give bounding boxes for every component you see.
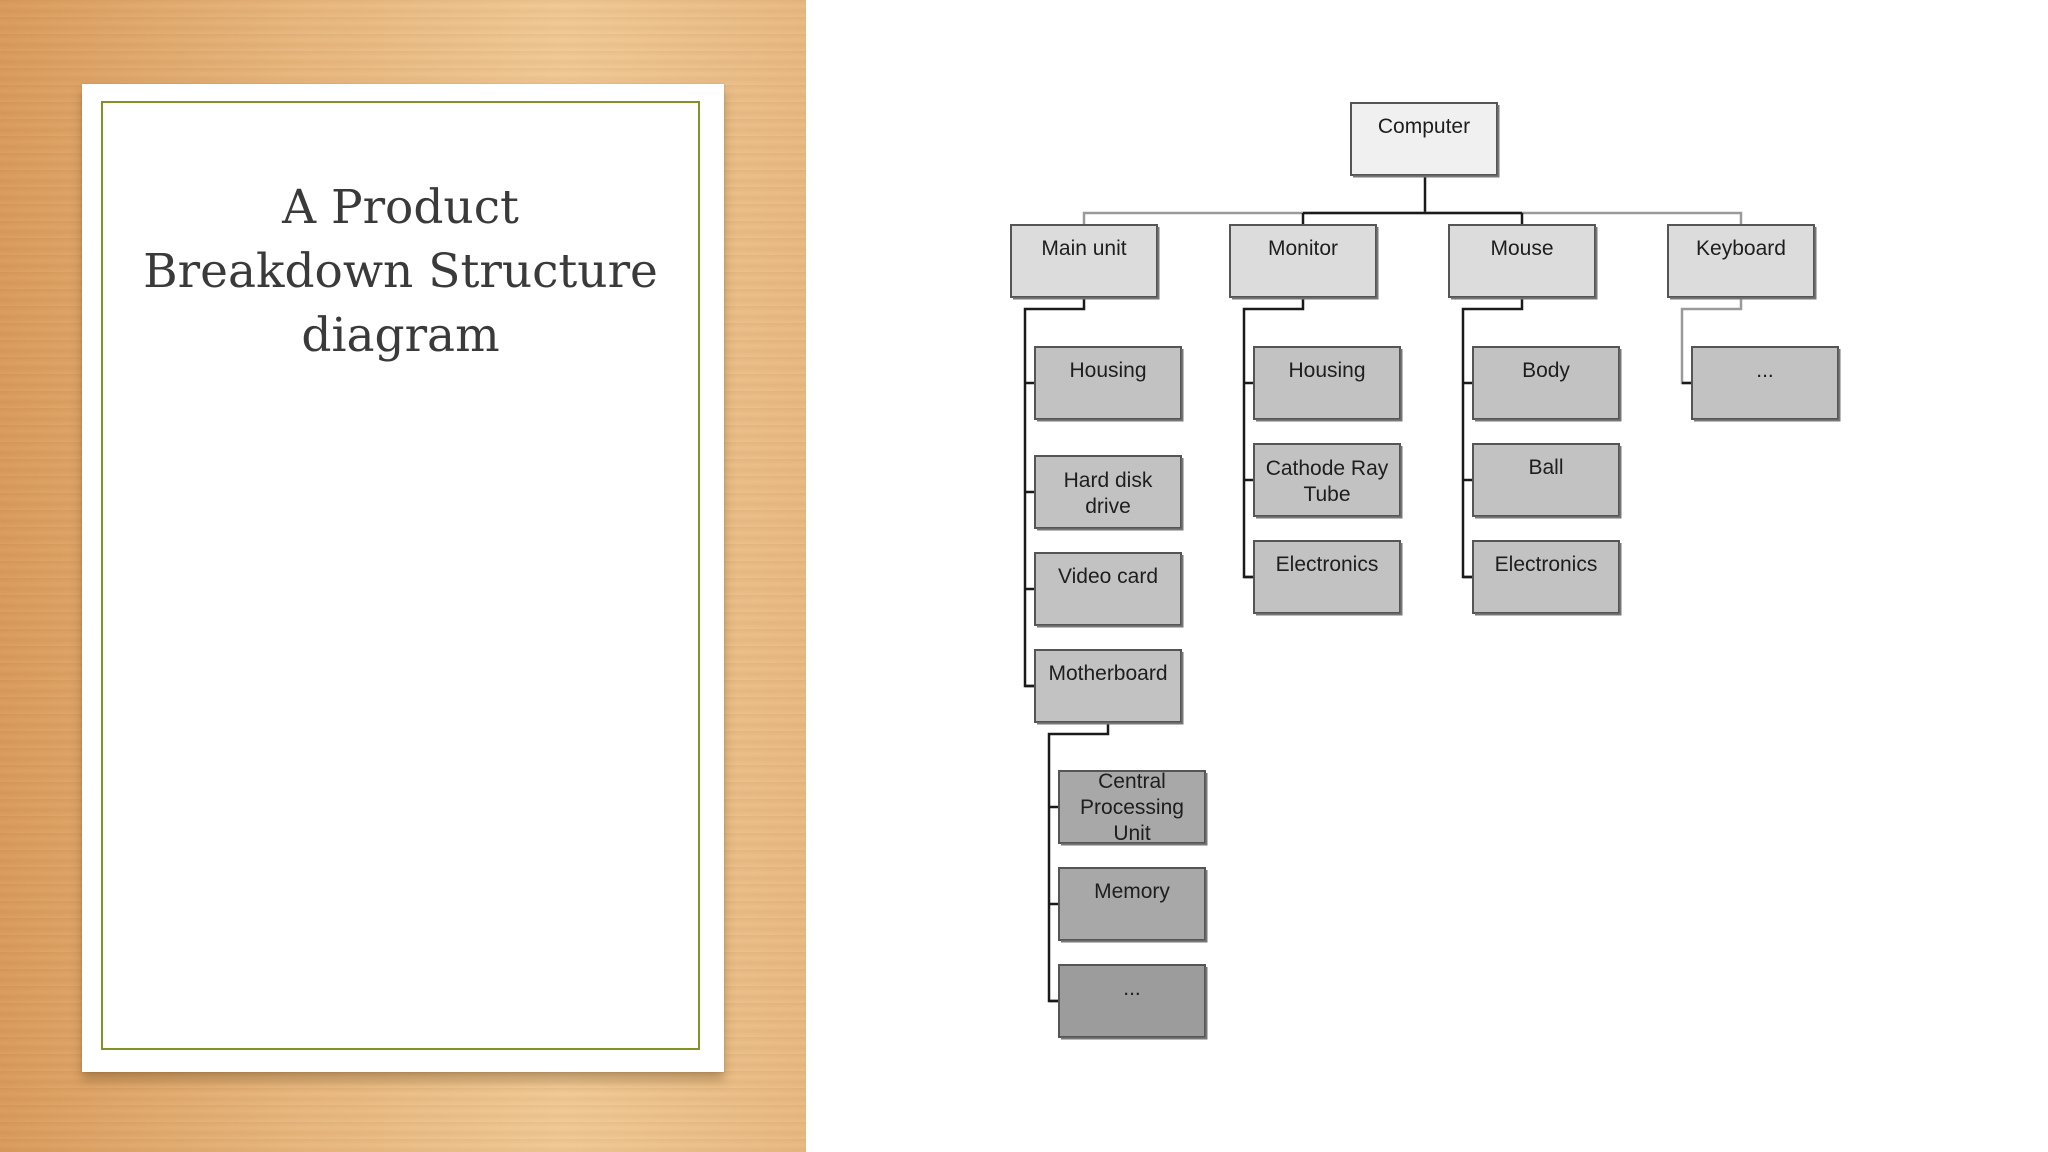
title-card-border [101,101,700,1050]
node-motherboard-ellipsis: ... [1058,964,1208,1040]
node-monitor-electronics: Electronics [1253,540,1403,616]
node-mouse-ball-label: Ball [1528,456,1563,479]
connector-mouse-spine [1461,297,1524,579]
connector-level1-bus [1082,211,1743,225]
node-main-unit-video-card-shadow [1037,555,1184,628]
node-computer: Computer [1350,102,1500,178]
node-main-unit-housing-box [1034,346,1182,420]
node-main-unit-motherboard-label: Motherboard [1048,662,1167,685]
node-main-unit: Main unit [1010,224,1160,300]
node-mouse: Mouse [1448,224,1598,300]
connector-monitor-spine [1242,297,1305,579]
node-motherboard-memory-shadow [1061,870,1208,943]
node-keyboard-label: Keyboard [1696,237,1786,260]
node-motherboard-memory-label: Memory [1094,880,1170,903]
node-motherboard-memory-box [1058,867,1206,941]
node-monitor-electronics-shadow [1256,543,1403,616]
node-main-unit-video-card-box [1034,552,1182,626]
node-main-unit-housing-label: Housing [1069,359,1146,382]
node-monitor-electronics-label: Electronics [1276,553,1379,576]
node-mouse-box [1448,224,1596,298]
node-main-unit-video-card: Video card [1034,552,1184,628]
node-mouse-body-label: Body [1522,359,1570,382]
node-mouse-electronics-label: Electronics [1495,553,1598,576]
node-keyboard-shadow [1670,227,1817,300]
node-keyboard-ellipsis-box [1691,346,1839,420]
node-main-unit-motherboard-box [1034,649,1182,723]
node-main-unit-hard-disk-drive-box [1034,455,1182,529]
connector-lines [1023,175,1743,1003]
node-keyboard-box [1667,224,1815,298]
node-main-unit-hard-disk-drive-shadow [1037,458,1184,531]
node-motherboard-ellipsis-label: ... [1123,977,1141,1000]
node-motherboard-ellipsis-box [1058,964,1206,1038]
node-keyboard-ellipsis-label: ... [1756,359,1774,382]
node-monitor-housing: Housing [1253,346,1403,422]
node-main-unit-shadow [1013,227,1160,300]
slide-title: A Product Breakdown Structure diagram [143,180,658,363]
node-main-unit-label: Main unit [1041,237,1126,260]
node-computer-box [1350,102,1498,176]
node-keyboard-ellipsis-shadow [1694,349,1841,422]
connector-motherboard-spine [1047,722,1110,1003]
node-keyboard: Keyboard [1667,224,1817,300]
node-mouse-ball-box [1472,443,1620,517]
node-mouse-electronics-shadow [1475,543,1622,616]
node-main-unit-video-card-label: Video card [1058,565,1158,588]
node-mouse-label: Mouse [1490,237,1553,260]
node-mouse-electronics-box [1472,540,1620,614]
node-monitor: Monitor [1229,224,1379,300]
node-main-unit-motherboard: Motherboard [1034,649,1184,725]
node-main-unit-motherboard-shadow [1037,652,1184,725]
node-motherboard-central-processing-unit-box [1058,770,1206,844]
node-mouse-ball: Ball [1472,443,1622,519]
node-mouse-ball-shadow [1475,446,1622,519]
node-monitor-shadow [1232,227,1379,300]
node-monitor-label: Monitor [1268,237,1338,260]
node-mouse-shadow [1451,227,1598,300]
node-monitor-cathode-ray-tube-shadow [1256,446,1403,519]
node-mouse-body-box [1472,346,1620,420]
node-motherboard-central-processing-unit-shadow [1061,773,1208,846]
node-mouse-body-shadow [1475,349,1622,422]
node-monitor-cathode-ray-tube-box [1253,443,1401,517]
node-monitor-housing-label: Housing [1288,359,1365,382]
node-main-unit-box [1010,224,1158,298]
node-monitor-box [1229,224,1377,298]
node-computer-label: Computer [1378,115,1470,138]
node-motherboard-memory: Memory [1058,867,1208,943]
node-keyboard-ellipsis: ... [1691,346,1841,422]
node-monitor-housing-box [1253,346,1401,420]
node-mouse-body: Body [1472,346,1622,422]
node-computer-shadow [1353,105,1500,178]
node-monitor-electronics-box [1253,540,1401,614]
node-monitor-housing-shadow [1256,349,1403,422]
title-card [82,84,724,1072]
node-main-unit-housing-shadow [1037,349,1184,422]
node-main-unit-housing: Housing [1034,346,1184,422]
node-mouse-electronics: Electronics [1472,540,1622,616]
node-motherboard-ellipsis-shadow [1061,967,1208,1040]
